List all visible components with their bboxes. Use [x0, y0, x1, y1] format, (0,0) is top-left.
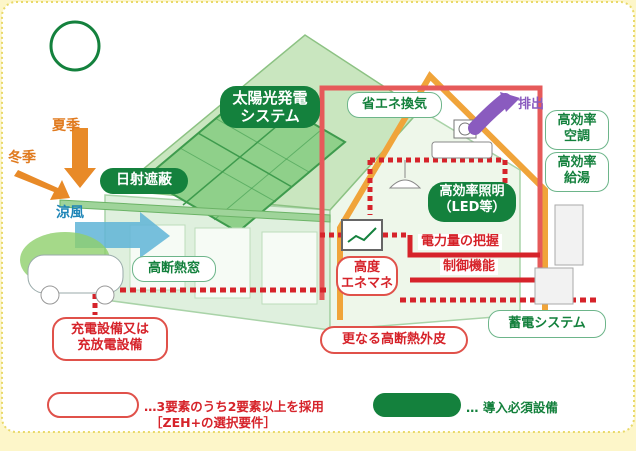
- energy-monitor: [341, 219, 383, 251]
- circle-marker: [49, 20, 101, 72]
- window-label: 高断熱窓: [132, 256, 216, 282]
- air-conditioner: [431, 141, 493, 159]
- power-monitor-label: 電力量の把握: [418, 234, 503, 250]
- summer-label: 夏季: [52, 118, 80, 134]
- optional-outline: [319, 85, 543, 300]
- hems-label: 高度エネマネ: [336, 256, 398, 296]
- exhaust-arrow: [468, 93, 512, 135]
- storage-label: 蓄電システム: [488, 310, 606, 338]
- ac-label: 高効率空調: [545, 110, 609, 150]
- lighting-label: 高効率照明（LED等）: [428, 182, 516, 222]
- exhaust-label: 排出: [518, 97, 545, 112]
- ventilation-label: 省エネ換気: [347, 92, 442, 118]
- solar-label: 太陽光発電システム: [220, 86, 320, 128]
- sunshade-label: 日射遮蔽: [100, 168, 188, 194]
- insulation-label: 更なる高断熱外皮: [320, 326, 468, 354]
- summer-arrow: [64, 128, 96, 188]
- storage-battery: [534, 267, 574, 305]
- winter-arrow: [14, 170, 70, 200]
- water-heater-label: 高効率給湯: [545, 152, 609, 192]
- cool-breeze-label: 涼風: [56, 205, 84, 221]
- sunshade-eave: [59, 199, 331, 223]
- legend-required-text: … 導入必須設備: [466, 400, 558, 415]
- water-heater-unit: [554, 204, 584, 266]
- legend-optional-swatch: [47, 392, 139, 418]
- control-label: 制御機能: [440, 259, 499, 275]
- winter-label: 冬季: [8, 150, 36, 166]
- legend-optional-note: ［ZEH+の選択要件］: [150, 415, 277, 430]
- car: [27, 254, 124, 294]
- lamp: [388, 179, 422, 189]
- legend-optional-text: …3要素のうち2要素以上を採用: [144, 399, 324, 414]
- ev-charger-label: 充電設備又は充放電設備: [52, 317, 168, 361]
- legend-required-swatch: [373, 393, 461, 417]
